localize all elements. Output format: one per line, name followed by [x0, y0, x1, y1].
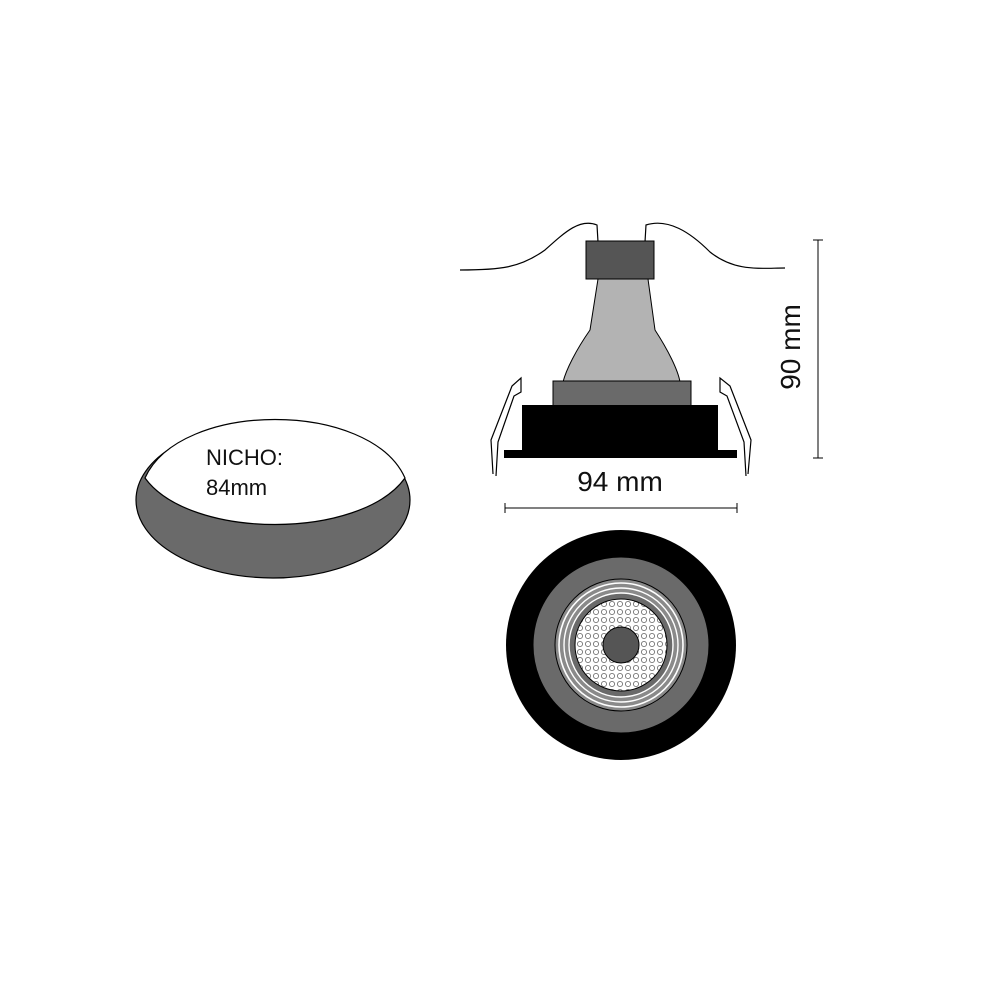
niche-label-title: NICHO: [206, 445, 283, 470]
right-cable [644, 222, 786, 269]
niche-opening [144, 419, 406, 526]
width-dimension-label: 94 mm [577, 466, 663, 497]
niche-cutout: NICHO: 84mm [135, 419, 411, 579]
flange [504, 450, 737, 458]
left-spring-clip [490, 376, 522, 477]
reflector-ring-1 [558, 582, 684, 708]
side-view: 94 mm 90 mm [459, 222, 823, 513]
front-view [506, 530, 736, 760]
right-spring-clip [719, 376, 752, 477]
reflector-ring-2 [563, 587, 679, 703]
center-cap [602, 626, 640, 664]
lamp-holder [552, 380, 692, 407]
connector-block [585, 240, 655, 280]
housing [522, 405, 718, 451]
left-cable [459, 222, 599, 271]
lamp-body [562, 278, 681, 383]
niche-label-size: 84mm [206, 475, 267, 500]
height-dimension-label: 90 mm [775, 304, 806, 390]
